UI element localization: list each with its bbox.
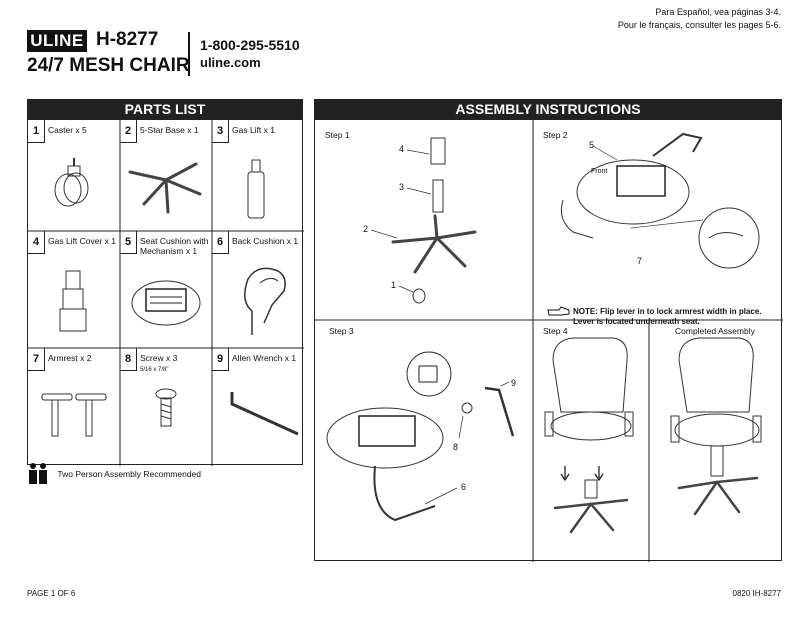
part-num: 5: [120, 231, 137, 254]
part-num: 3: [212, 120, 229, 143]
model-number: H-8277: [96, 29, 159, 50]
part-cell-gas-lift: 3 Gas Lift x 1: [212, 120, 304, 231]
assembly-grid: Step 1 4 3 2 1 Step 2: [314, 119, 783, 562]
pointing-hand-icon: [547, 306, 570, 316]
part-label: Seat Cushion with Mechanism x 1: [140, 236, 209, 256]
part-cell-screw: 8 Screw x 3 5/16 x 7/8": [120, 348, 212, 466]
step3-label: Step 3: [329, 326, 354, 336]
parts-grid: 1 Caster x 5 2 5-Star Base x 1: [27, 119, 304, 466]
step1-callout-2: 2: [363, 224, 369, 234]
parts-grid-lines: [28, 120, 304, 466]
parts-list: PARTS LIST 1 Caster x 5 2 5-Star Base x …: [27, 99, 304, 541]
completed-label: Completed Assembly: [675, 326, 755, 336]
part-cell-caster: 1 Caster x 5: [28, 120, 120, 231]
note-prefix: NOTE:: [573, 307, 598, 316]
part-label: Allen Wrench x 1: [232, 353, 297, 363]
step1-callout-4: 4: [399, 144, 405, 154]
seat-cushion-illustration: [131, 280, 201, 326]
step3-callout-6: 6: [461, 482, 467, 492]
note-text2: Lever is located underneath seat.: [573, 317, 700, 326]
step2-note: NOTE: Flip lever in to lock armrest widt…: [573, 307, 762, 327]
part-cell-back: 6 Back Cushion x 1: [212, 231, 304, 348]
part-num: 7: [28, 348, 45, 371]
armrest-illustration: [41, 393, 107, 437]
step2-callout-7: 7: [637, 256, 643, 266]
page-number: PAGE 1 OF 6: [27, 589, 76, 598]
screw-label: Screw x 3: [140, 353, 178, 363]
completed-illustration: [670, 337, 762, 516]
step2-illustration: [560, 132, 760, 269]
phone-number: 1-800-295-5510: [200, 37, 300, 53]
back-cushion-illustration: [244, 267, 286, 335]
caster-illustration: [54, 158, 89, 207]
part-num: 8: [120, 348, 137, 371]
part-cell-wrench: 9 Allen Wrench x 1: [212, 348, 304, 466]
part-label: Gas Lift Cover x 1: [48, 236, 117, 246]
step2-front-label: Front: [591, 168, 608, 175]
step2-callout-5: 5: [589, 140, 595, 150]
allen-wrench-illustration: [230, 392, 299, 436]
step1-callout-3: 3: [399, 182, 405, 192]
two-person-text: Two Person Assembly Recommended: [57, 469, 201, 479]
product-title: 24/7 MESH CHAIR: [27, 55, 190, 76]
assembly-title: ASSEMBLY INSTRUCTIONS: [314, 99, 782, 119]
part-label: Caster x 5: [48, 125, 87, 135]
document-code: 0820 IH-8277: [732, 589, 781, 598]
part-cell-base: 2 5-Star Base x 1: [120, 120, 212, 231]
step3-callout-8: 8: [453, 442, 459, 452]
part-num: 2: [120, 120, 137, 143]
two-person-icon: [29, 463, 47, 484]
part-num: 9: [212, 348, 229, 371]
lang-es: Para Español, vea páginas 3-4.: [655, 7, 781, 17]
step2-label: Step 2: [543, 130, 568, 140]
step1-label: Step 1: [325, 130, 350, 140]
assembly-instructions: ASSEMBLY INSTRUCTIONS Step 1 4: [314, 99, 783, 562]
parts-list-title: PARTS LIST: [27, 99, 303, 119]
lang-fr: Pour le français, consulter les pages 5-…: [617, 20, 781, 30]
step3-callout-9: 9: [511, 378, 517, 388]
part-num: 1: [28, 120, 45, 143]
part-label: Back Cushion x 1: [232, 236, 299, 246]
part-label: 5-Star Base x 1: [140, 125, 199, 135]
step3-illustration: [326, 351, 515, 522]
two-person-note: Two Person Assembly Recommended: [27, 462, 201, 486]
website-link[interactable]: uline.com: [200, 55, 261, 70]
header-divider: [188, 32, 190, 76]
step4-illustration: [544, 337, 634, 534]
part-cell-armrest: 7 Armrest x 2: [28, 348, 120, 466]
part-label: Gas Lift x 1: [232, 125, 275, 135]
gas-lift-cover-illustration: [59, 270, 87, 332]
gas-lift-illustration: [247, 159, 265, 219]
star-base-illustration: [128, 162, 202, 214]
step1-callout-1: 1: [391, 280, 397, 290]
note-text1: Flip lever in to lock armrest width in p…: [600, 307, 762, 316]
step1-illustration: [370, 137, 477, 304]
part-label: Screw x 3 5/16 x 7/8": [140, 353, 177, 375]
language-notes: Para Español, vea páginas 3-4. Pour le f…: [618, 6, 781, 32]
part-cell-gas-lift-cover: 4 Gas Lift Cover x 1: [28, 231, 120, 348]
part-num: 4: [28, 231, 45, 254]
screw-size: 5/16 x 7/8": [140, 367, 169, 373]
part-cell-seat: 5 Seat Cushion with Mechanism x 1: [120, 231, 212, 348]
assembly-grid-lines: [315, 120, 783, 562]
step4-label: Step 4: [543, 326, 568, 336]
uline-logo: ULINE: [27, 30, 87, 52]
screw-illustration: [155, 388, 177, 427]
part-label: Armrest x 2: [48, 353, 92, 363]
part-num: 6: [212, 231, 229, 254]
